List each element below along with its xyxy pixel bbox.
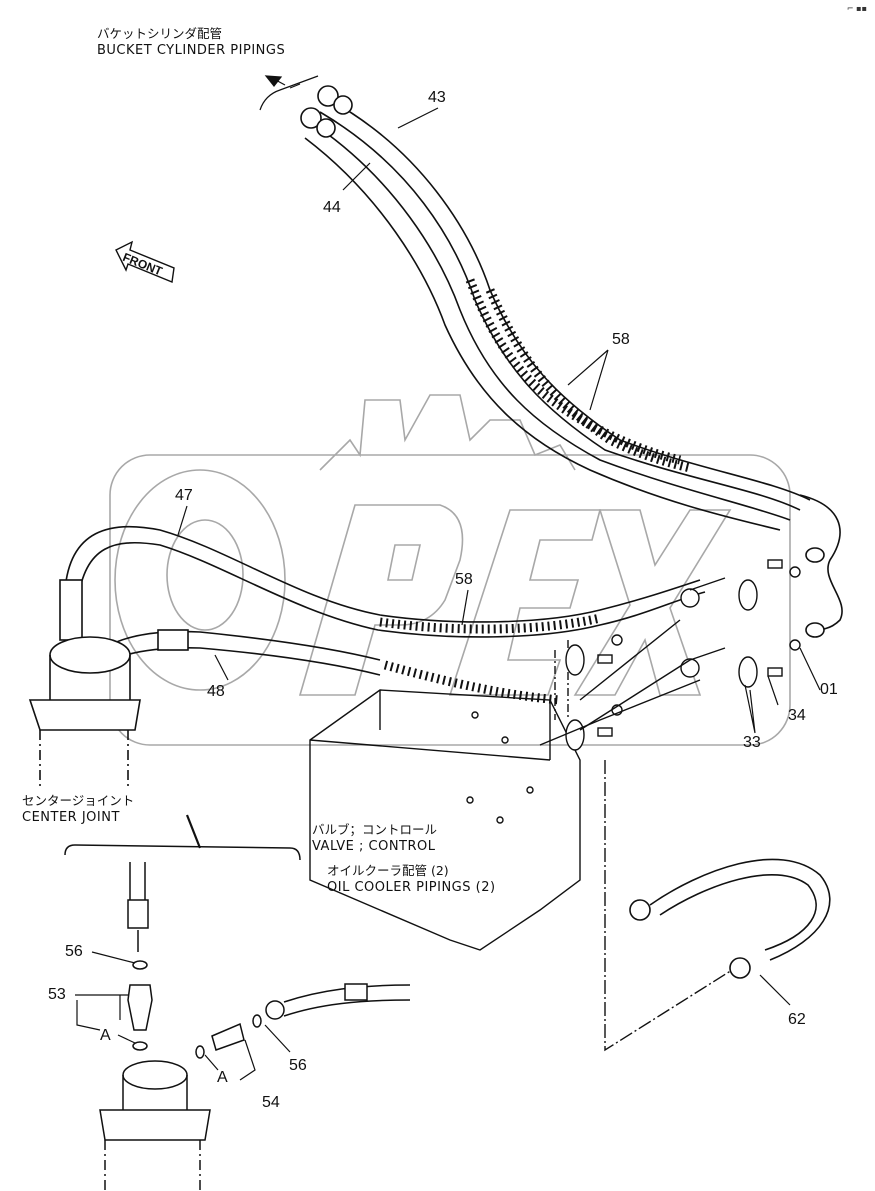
opex-watermark [109,394,791,746]
flanges-bolts [539,559,801,1052]
center-joint-upper [28,579,141,790]
callout-01: 01 [820,681,838,698]
hoses-47-48 [64,525,706,705]
callout-a: A [217,1069,228,1086]
caption-oil-cooler-jp: オイルクーラ配管 (2) [327,863,449,878]
caption-control-valve-en: VALVE ; CONTROL [312,839,436,854]
caption-bucket-cylinder-jp: バケットシリンダ配管 [97,26,223,41]
callout-62: 62 [788,1011,806,1028]
front-direction-arrow: FRONT [112,240,184,283]
caption-oil-cooler-en: OIL COOLER PIPINGS (2) [327,880,496,895]
callout-56: 56 [289,1057,307,1074]
caption-control-valve-jp: バルブ；コントロール [312,822,438,837]
callout-56: 56 [65,943,83,960]
callout-43: 43 [428,89,446,106]
center-joint-detail [64,814,411,1191]
caption-control-valve: バルブ；コントロール VALVE ; CONTROL [312,821,437,855]
callout-53: 53 [48,986,66,1003]
hose-62 [629,858,831,979]
control-valve-block [309,640,581,951]
callout-a: A [100,1027,111,1044]
corner-mark: ⌐ ▪▪ [846,4,867,13]
callout-33: 33 [743,734,761,751]
caption-center-joint-jp: センタージョイント [22,793,135,808]
leader-lines [75,75,821,1081]
caption-oil-cooler: オイルクーラ配管 (2) OIL COOLER PIPINGS (2) [327,862,496,896]
front-arrow-icon [115,240,175,283]
callout-54: 54 [262,1094,280,1111]
callout-44: 44 [323,199,341,216]
caption-center-joint-en: CENTER JOINT [22,810,120,825]
caption-center-joint: センタージョイント CENTER JOINT [22,792,134,826]
caption-bucket-cylinder: バケットシリンダ配管 BUCKET CYLINDER PIPINGS [97,25,285,59]
bucket-cylinder-hoses [300,85,843,638]
callout-58: 58 [455,571,473,588]
callout-58: 58 [612,331,630,348]
callout-34: 34 [788,707,806,724]
caption-bucket-cylinder-en: BUCKET CYLINDER PIPINGS [97,43,286,58]
callout-47: 47 [175,487,193,504]
callout-48: 48 [207,683,225,700]
